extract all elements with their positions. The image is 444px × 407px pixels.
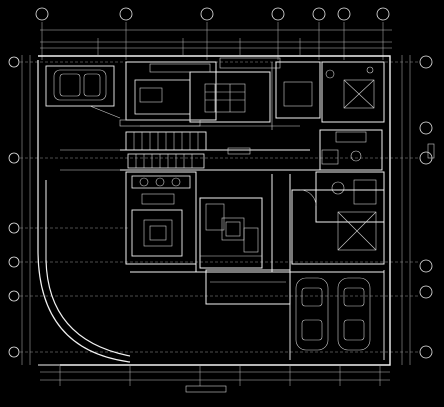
outer-walls [37, 55, 391, 366]
bedroom-right [291, 189, 385, 265]
staircase [125, 131, 207, 169]
dining-kitchen [199, 174, 291, 272]
bottom-dimension-lines [40, 366, 390, 393]
right-service-rooms [315, 129, 385, 223]
grid-bubbles-top [35, 7, 390, 21]
living-area [125, 171, 197, 272]
right-edge-marker [427, 143, 435, 159]
grid-bubbles-right [401, 55, 433, 365]
lower-room [130, 269, 384, 305]
upper-rooms [119, 57, 385, 130]
grid-bubbles-left [8, 55, 31, 365]
corridor [60, 147, 320, 171]
car-parking-bottom-right [289, 270, 385, 360]
top-dimension-lines [40, 22, 392, 60]
car-parking-top-left [45, 65, 121, 119]
grid-lines [20, 61, 420, 353]
